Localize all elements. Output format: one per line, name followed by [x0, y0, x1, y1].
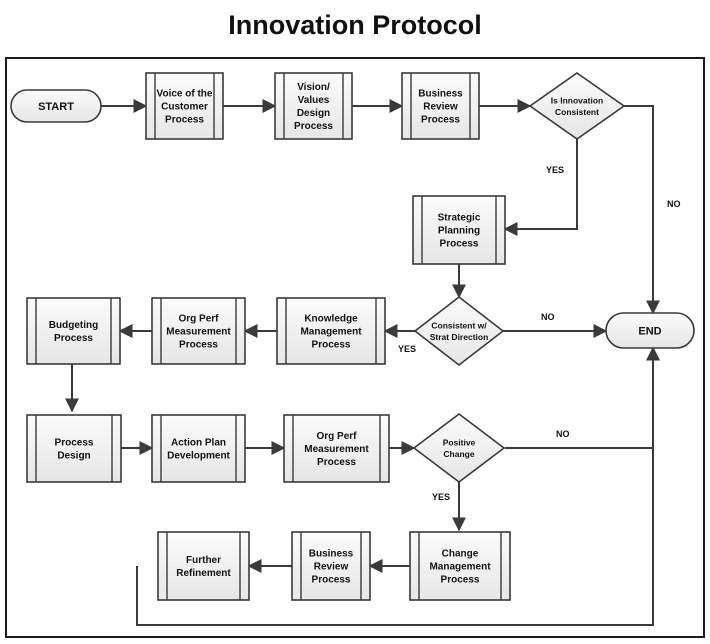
process-vision-values-design-shape: [274, 72, 353, 140]
label-no-positive: NO: [556, 429, 570, 439]
process-change-management-shape: [409, 531, 511, 601]
org_perf_2-text-line: Measurement: [304, 444, 369, 455]
vision_values-text-line: Values: [298, 95, 330, 106]
label-yes-innovation: YES: [546, 165, 564, 175]
vision_values-text-line: Vision/: [297, 82, 330, 93]
start-terminal: START: [10, 89, 102, 123]
change_mgmt-text-line: Management: [429, 562, 491, 573]
decision-consistent-strat-direction-shape: [413, 295, 505, 367]
decision-positive-change-shape: [412, 412, 506, 484]
process-voice-of-customer-shape: [145, 72, 224, 140]
process-further-refinement-shape: [157, 531, 250, 601]
process_design-text-line: Process: [55, 438, 94, 449]
strategic_planning-text-line: Strategic: [438, 213, 481, 224]
connectors: [65, 99, 660, 626]
voice_customer-text-line: Customer: [161, 102, 208, 113]
edge-positive-no: [505, 346, 660, 449]
business_review_2-text-line: Business: [309, 549, 354, 560]
process_design-text-line: Design: [57, 451, 90, 462]
org_perf_1-text-line: Org Perf: [178, 314, 219, 325]
org_perf_1-text-line: Process: [179, 340, 218, 351]
positive_change-text-line: Change: [443, 449, 474, 459]
decision-consistent-strat-direction: Consistent w/Strat Direction: [413, 295, 505, 367]
strategic_planning-text-line: Process: [440, 239, 479, 250]
is_innovation_consistent-text-line: Consistent: [555, 107, 599, 117]
strategic_planning-text-line: Planning: [438, 226, 480, 237]
business_review_1-text-line: Review: [423, 102, 458, 113]
label-no-innovation: NO: [667, 199, 681, 209]
knowledge_mgmt-text-line: Management: [300, 327, 362, 338]
end-terminal-label: END: [638, 326, 661, 338]
edge-labels: YES NO NO YES NO YES: [398, 165, 681, 502]
change_mgmt-text-line: Change: [442, 549, 479, 560]
knowledge_mgmt-text-line: Process: [312, 340, 351, 351]
edge-innovation-no: [624, 105, 660, 315]
business_review_2-text-line: Process: [312, 575, 351, 586]
start-terminal-label: START: [38, 101, 74, 113]
edge-further-loop: [136, 346, 660, 626]
org_perf_2-text-line: Org Perf: [316, 431, 357, 442]
action_plan-text-line: Development: [167, 451, 230, 462]
org_perf_2-text-line: Process: [317, 457, 356, 468]
positive_change-text-line: Positive: [443, 437, 476, 447]
is_innovation_consistent-text-line: Is Innovation: [551, 95, 603, 105]
process-org-perf-measurement-2-shape: [283, 414, 390, 483]
vision_values-text-line: Design: [297, 108, 330, 119]
business_review_2-text-line: Review: [314, 562, 349, 573]
knowledge_mgmt-text-line: Knowledge: [304, 314, 358, 325]
business_review_1-text-line: Business: [418, 89, 463, 100]
change_mgmt-text-line: Process: [441, 575, 480, 586]
voice_customer-text-line: Process: [165, 115, 204, 126]
page-title: Innovation Protocol: [228, 10, 482, 40]
consistent_strat-text-line: Strat Direction: [430, 332, 489, 342]
label-yes-strat: YES: [398, 344, 416, 354]
decision-is-innovation-consistent-shape: [528, 72, 626, 140]
action_plan-text-line: Action Plan: [171, 438, 226, 449]
budgeting-text-line: Process: [54, 333, 93, 344]
budgeting-text-line: Budgeting: [49, 320, 98, 331]
vision_values-text-line: Process: [294, 121, 333, 132]
voice_customer-text-line: Voice of the: [157, 89, 213, 100]
process-process-design-shape: [26, 414, 122, 483]
org_perf_1-text-line: Measurement: [166, 327, 231, 338]
consistent_strat-text-line: Consistent w/: [431, 320, 487, 330]
end-terminal: END: [605, 312, 695, 349]
further_refinement-text-line: Further: [186, 555, 221, 566]
process-strategic-planning-shape: [412, 195, 506, 265]
process-business-review-2-shape: [291, 531, 371, 601]
end-terminal-shape: [605, 312, 695, 349]
process-knowledge-management-shape: [276, 297, 386, 365]
diagram-frame: [5, 57, 705, 638]
process-budgeting-shape: [26, 297, 121, 365]
start-terminal-shape: [10, 89, 102, 123]
process-action-plan-development-shape: [151, 414, 246, 483]
process-business-review-1-shape: [401, 72, 480, 140]
edge-innovation-yes: [503, 138, 578, 236]
label-no-strat: NO: [541, 312, 555, 322]
process-org-perf-measurement-1-shape: [151, 297, 246, 365]
label-yes-positive: YES: [432, 492, 450, 502]
further_refinement-text-line: Refinement: [176, 568, 231, 579]
business_review_1-text-line: Process: [421, 115, 460, 126]
